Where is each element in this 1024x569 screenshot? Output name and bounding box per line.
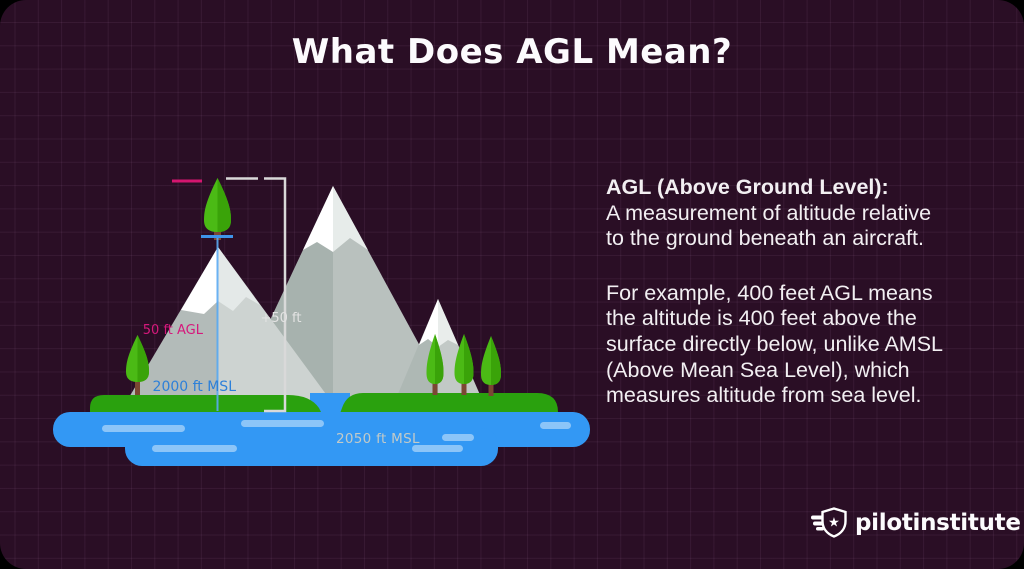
height-bracket — [264, 177, 287, 413]
tree-msl-label: 2000 ft MSL — [152, 379, 236, 395]
agl-offset-label: +50 ft — [260, 311, 302, 326]
tree-on-peak — [204, 178, 231, 240]
mountain-illustration — [53, 177, 590, 466]
agl-altitude-label: 50 ft AGL — [142, 323, 203, 338]
pilot-institute-shield-icon: ★ — [811, 507, 847, 538]
tree-left — [126, 335, 149, 395]
tree-right-3 — [481, 336, 501, 396]
star-icon: ★ — [828, 516, 840, 531]
agl-diagram: 50 ft AGL +50 ft 2000 ft MSL 2050 ft MSL — [40, 150, 600, 480]
text-line: to the ground beneath an aircraft. — [606, 226, 924, 251]
definition-text: AGL (Above Ground Level): A measurement … — [606, 175, 1001, 409]
text-line: the altitude is 400 feet above the — [606, 306, 917, 331]
text-line: measures altitude from sea level. — [606, 383, 922, 408]
page-title: What Does AGL Mean? — [291, 32, 733, 72]
text-line: For example, 400 feet AGL means — [606, 280, 933, 305]
tree-right-2 — [454, 334, 474, 395]
water — [53, 412, 590, 466]
definition-heading: AGL (Above Ground Level): — [606, 175, 889, 199]
brand-name: pilotinstitute — [855, 510, 1021, 536]
tree-right-1 — [426, 334, 444, 395]
text-line: surface directly below, unlike AMSL — [606, 331, 943, 356]
mountain-msl-label: 2050 ft MSL — [336, 431, 420, 447]
text-line: A measurement of altitude relative — [606, 200, 932, 225]
text-line: (Above Mean Sea Level), which — [606, 357, 910, 382]
brand-logo: ★ pilotinstitute — [810, 507, 1021, 539]
